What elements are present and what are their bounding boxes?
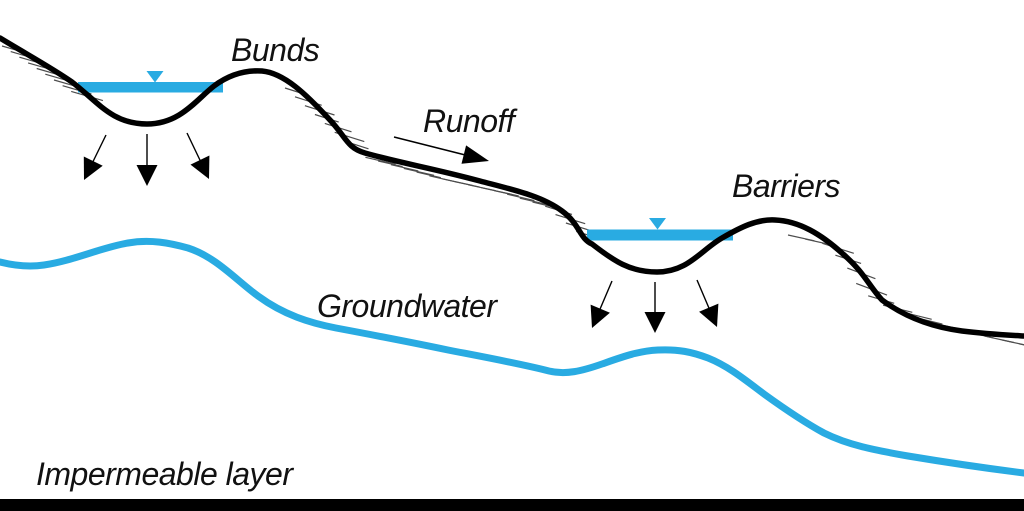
water-level-icon: [146, 71, 164, 83]
infiltration-arrow: [136, 134, 158, 186]
arrow-head: [644, 312, 666, 333]
hatch-mark: [494, 190, 519, 197]
arrow-shaft: [186, 132, 202, 162]
arrow-head: [136, 165, 158, 186]
arrow-head: [699, 303, 719, 327]
arrow-head: [83, 156, 103, 180]
hatch-mark: [390, 164, 419, 172]
arrow-shaft: [92, 134, 107, 163]
infiltration-arrow: [83, 134, 107, 180]
arrow-shaft: [393, 136, 465, 156]
hatch-mark: [403, 167, 435, 176]
infiltration-arrow: [590, 280, 613, 328]
hatch-mark: [1001, 339, 1024, 346]
hatch-mark: [506, 193, 535, 202]
infiltration-arrow: [696, 279, 719, 327]
arrow-head: [461, 145, 489, 164]
bunds-label: Bunds: [231, 32, 320, 68]
arrow-head: [590, 304, 610, 328]
runoff-arrow: [393, 136, 489, 164]
hatch-mark: [416, 171, 442, 179]
hatch-mark: [1018, 343, 1024, 346]
barriers-label: Barriers: [732, 168, 841, 204]
terrain-line: [0, 35, 1024, 339]
arrow-shaft: [696, 279, 710, 309]
water-level-icon: [649, 218, 666, 230]
groundwater-line: [0, 237, 1024, 477]
hatch-mark: [378, 160, 403, 168]
infiltration-arrow: [186, 132, 210, 179]
arrows: [83, 132, 719, 333]
groundwater-label: Groundwater: [317, 288, 498, 324]
hatch-mark: [365, 156, 396, 165]
arrow-shaft: [599, 280, 613, 310]
impermeable-layer-bar: [0, 499, 1024, 511]
impermeable-layer-label: Impermeable layer: [36, 456, 294, 492]
runoff-label: Runoff: [423, 103, 518, 139]
bund-water-surface: [78, 82, 223, 93]
arrow-head: [190, 155, 210, 179]
barrier-water-surface: [587, 229, 733, 241]
infiltration-arrow: [644, 282, 666, 333]
